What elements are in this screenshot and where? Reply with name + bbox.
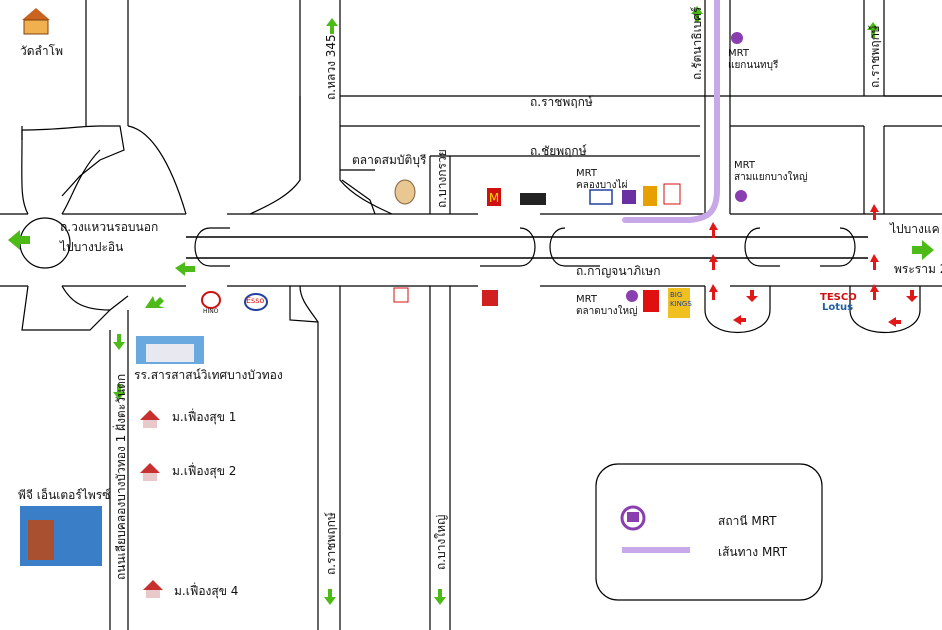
road-ratchaphruek: ถ.ราชพฤกษ์: [530, 95, 593, 109]
mrt-yaek-nonthaburi-1: MRT: [728, 48, 749, 59]
mrt-talat-bang-yai-1: MRT: [576, 294, 597, 305]
big-kings-logo: [668, 288, 690, 318]
legend-line-label: เส้นทาง MRT: [718, 545, 788, 559]
road-ratchaphruek-right: ถ.ราชพฤกษ์: [868, 25, 882, 88]
svg-text:M: M: [489, 191, 499, 205]
red-logo: [482, 290, 498, 306]
store-logo-2: [643, 290, 659, 312]
legend-station-label: สถานี MRT: [718, 514, 777, 528]
place-moo-ban-1: ม.เฟื่องสุข 1: [172, 410, 237, 424]
road-bottom-b: ถ.บางใหญ่: [434, 514, 448, 570]
road-khlong-bang-bua-thong: ถนนเลียบคลองบางบัวทอง 1 ฝั่งตะวันตก: [114, 373, 128, 580]
label-to-bang-pa-in: ไปบางปะอิน: [60, 240, 124, 254]
homepro-logo: [663, 183, 681, 205]
place-moo-ban-2: ม.เฟื่องสุข 2: [172, 464, 237, 478]
mrt-yaek-nonthaburi-2: แยกนนทบุรี: [728, 60, 779, 71]
place-moo-ban-4: ม.เฟื่องสุข 4: [174, 584, 239, 598]
mrt-sam-yaek-2: สามแยกบางใหญ่: [734, 172, 808, 183]
arrow-down-4: [434, 589, 446, 605]
place-school: รร.สารสาสน์วิเทศบางบัวทอง: [134, 368, 283, 382]
tesco-label-2: Lotus: [822, 302, 854, 313]
mcdonalds-logo: [487, 188, 501, 206]
esso-label: Esso: [246, 296, 265, 305]
road-outer-ring: ถ.วงแหวนรอบนอก: [60, 220, 159, 234]
building-logo: [393, 287, 409, 303]
mrt-khlong-bang-phai-1: MRT: [576, 168, 597, 179]
mrt-talat-bang-yai-2: ตลาดบางใหญ่: [576, 306, 638, 317]
mrt-logo: [589, 189, 613, 205]
hospital-logo: [622, 190, 636, 204]
mall-logo: [520, 193, 546, 205]
arrow-left-service: [175, 262, 195, 276]
road-bottom-a: ถ.ราชพฤกษ์: [324, 512, 338, 575]
road-chaiyaphruek: ถ.ชัยพฤกษ์: [530, 144, 587, 158]
esso-logo: [244, 293, 268, 311]
label-to-bang-khae: ไปบางแค: [890, 222, 940, 236]
mrt-sam-yaek-1: MRT: [734, 160, 755, 171]
temple-icon: [22, 8, 50, 35]
mrt-khlong-bang-phai-2: คลองบางไผ่: [576, 180, 628, 191]
arrow-right-bang-khae: [912, 240, 934, 260]
arrow-up-rattanathibet: [691, 6, 703, 22]
arrow-down-left: [145, 296, 165, 308]
road-kanchanaphisek: ถ.กาญจนาภิเษก: [576, 264, 661, 278]
arrow-down-1: [113, 334, 125, 350]
arrow-up-right: [867, 22, 879, 38]
tesco-label-1: TESCO: [820, 292, 857, 303]
place-wat-lam-pho: วัดลำโพ: [20, 44, 63, 58]
place-pg-enterprise: พีจี เอ็นเตอร์ไพรซ์: [18, 488, 111, 502]
road-highway-345: ถ.หลวง 345: [324, 34, 338, 100]
place-talat-sombat-buri: ตลาดสมบัติบุรี: [352, 153, 427, 167]
label-rama-2: พระราม 2: [894, 262, 942, 276]
hino-label: HINO: [203, 308, 219, 315]
mrt-station-icons: [626, 32, 747, 302]
village-icons: [140, 410, 163, 598]
hino-logo: [201, 291, 221, 309]
arrow-left-bang-pa-in: [8, 230, 30, 250]
arrow-down-3: [324, 589, 336, 605]
market-icon: [394, 179, 416, 205]
store-logo: [643, 186, 657, 206]
road-rattanathibet: ถ.รัตนาธิเบศร์: [690, 6, 704, 80]
arrow-down-2: [113, 384, 125, 400]
road-bang-kruai: ถ.บางกรวย: [435, 149, 449, 208]
arrow-up-345: [326, 18, 338, 34]
legend-box: [595, 463, 823, 601]
big-label-1: BIG: [670, 291, 683, 299]
big-label-2: KINGS: [670, 300, 692, 308]
